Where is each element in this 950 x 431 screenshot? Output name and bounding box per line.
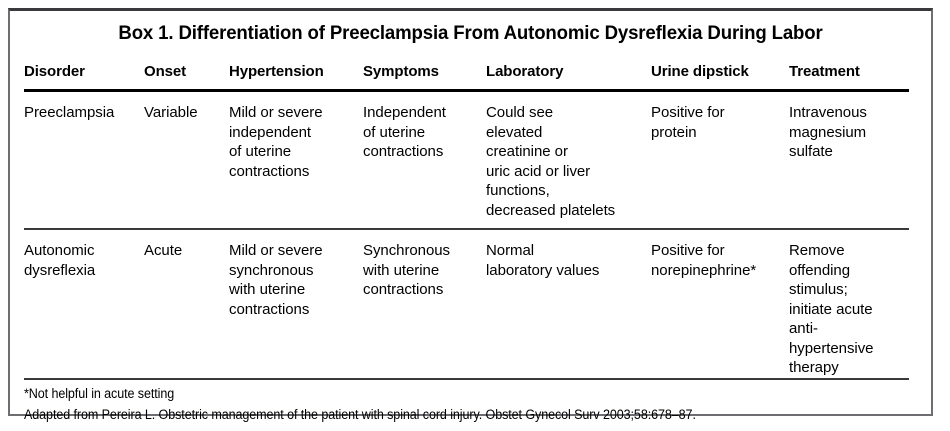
- cell-line: with uterine: [363, 261, 440, 279]
- cell-line: contractions: [229, 300, 310, 318]
- column-header-symptoms: Symptoms: [363, 63, 486, 92]
- cell-line: Autonomic: [24, 242, 95, 259]
- column-header-disorder: Disorder: [24, 63, 144, 92]
- footnote-asterisk: *Not helpful in acute setting: [24, 386, 175, 401]
- cell-urine-dipstick: Positive for norepinephrine*: [651, 229, 789, 380]
- column-header-urine-dipstick: Urine dipstick: [651, 63, 789, 92]
- cell-line: independent: [229, 123, 312, 141]
- cell-line: Acute: [144, 242, 183, 259]
- cell-line: norepinephrine*: [651, 261, 757, 279]
- cell-line: creatinine or: [486, 143, 568, 160]
- cell-line: dysreflexia: [24, 261, 96, 279]
- footnote-source: Adapted from Pereira L. Obstetric manage…: [24, 407, 696, 422]
- cell-onset: Variable: [144, 90, 229, 230]
- cell-symptoms: Independent of uterine contractions: [363, 90, 486, 230]
- cell-hypertension: Mild or severe synchronous with uterine con…: [229, 229, 363, 380]
- column-header-hypertension: Hypertension: [229, 63, 363, 92]
- cell-line: offending: [789, 261, 851, 279]
- cell-line: Normal: [486, 242, 535, 259]
- cell-line: initiate acute: [789, 300, 873, 318]
- cell-line: contractions: [363, 143, 444, 160]
- comparison-table-wrapper: Disorder Onset Hypertension Symptoms Lab…: [24, 63, 909, 380]
- cell-line: Could see: [486, 104, 554, 121]
- table-header-row: Disorder Onset Hypertension Symptoms Lab…: [24, 63, 909, 92]
- cell-treatment: Intravenous magnesium sulfate: [789, 90, 909, 230]
- cell-line: elevated: [486, 123, 543, 141]
- cell-line: laboratory values: [486, 261, 600, 279]
- table-row: Autonomic dysreflexia Acute Mild or sever…: [24, 229, 909, 380]
- cell-line: Preeclampsia: [24, 104, 115, 121]
- column-header-onset: Onset: [144, 63, 229, 92]
- cell-line: Positive for: [651, 104, 725, 121]
- cell-line: Intravenous: [789, 104, 867, 121]
- cell-laboratory: Normal laboratory values: [486, 229, 651, 380]
- table-row: Preeclampsia Variable Mild or severe inde…: [24, 90, 909, 230]
- cell-line: anti-hypertensive: [789, 320, 874, 357]
- cell-line: Remove: [789, 242, 845, 259]
- column-header-treatment: Treatment: [789, 63, 909, 92]
- cell-urine-dipstick: Positive for protein: [651, 90, 789, 230]
- cell-line: therapy: [789, 359, 839, 376]
- cell-line: contractions: [363, 281, 444, 298]
- cell-line: contractions: [229, 162, 310, 180]
- cell-line: protein: [651, 123, 697, 141]
- cell-line: Independent: [363, 104, 446, 121]
- cell-line: sulfate: [789, 143, 833, 160]
- cell-treatment: Remove offending stimulus; initiate acute an…: [789, 229, 909, 380]
- cell-line: functions,: [486, 182, 550, 199]
- cell-line: Mild or severe: [229, 242, 323, 259]
- cell-line: decreased platelets: [486, 201, 616, 219]
- cell-disorder: Preeclampsia: [24, 90, 144, 230]
- cell-hypertension: Mild or severe independent of uterine contr…: [229, 90, 363, 230]
- cell-line: Positive for: [651, 242, 725, 259]
- cell-onset: Acute: [144, 229, 229, 380]
- cell-line: of uterine: [363, 123, 426, 141]
- cell-disorder: Autonomic dysreflexia: [24, 229, 144, 380]
- cell-line: synchronous: [229, 261, 314, 279]
- cell-line: Variable: [144, 104, 198, 121]
- cell-symptoms: Synchronous with uterine contractions: [363, 229, 486, 380]
- cell-line: uric acid or liver: [486, 162, 591, 180]
- cell-line: stimulus;: [789, 281, 848, 298]
- cell-line: of uterine: [229, 143, 292, 160]
- page-title: Box 1. Differentiation of Preeclampsia F…: [118, 22, 823, 44]
- cell-line: Mild or severe: [229, 104, 323, 121]
- footnotes: *Not helpful in acute setting Adapted fr…: [24, 383, 914, 425]
- cell-line: with uterine: [229, 281, 306, 298]
- box-container: Box 1. Differentiation of Preeclampsia F…: [8, 8, 933, 422]
- column-header-laboratory: Laboratory: [486, 63, 651, 92]
- cell-line: magnesium: [789, 123, 867, 141]
- comparison-table: Disorder Onset Hypertension Symptoms Lab…: [24, 63, 909, 380]
- cell-line: Synchronous: [363, 242, 451, 259]
- cell-laboratory: Could see elevated creatinine or uric acid …: [486, 90, 651, 230]
